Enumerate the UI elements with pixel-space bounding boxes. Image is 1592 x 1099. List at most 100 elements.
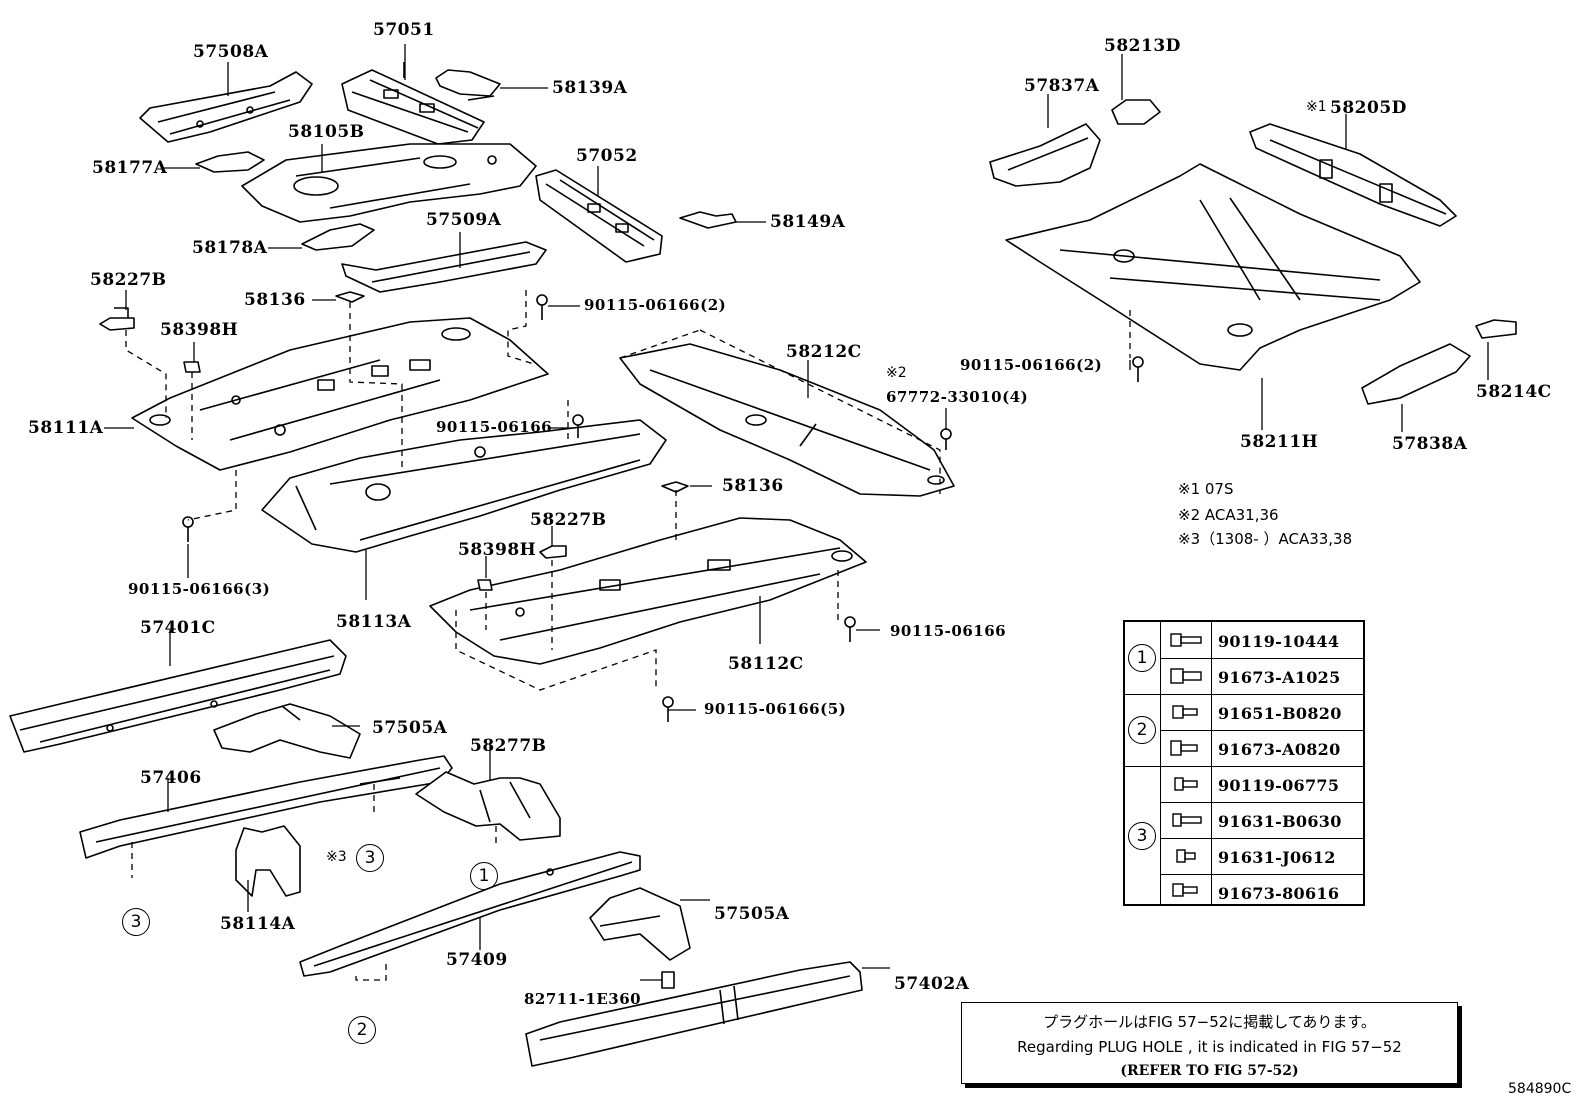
ref-circle-3-a: 3 [356, 844, 384, 872]
part-58113A [261, 419, 667, 553]
fastener-row[interactable]: 91651-B0820 [1160, 694, 1363, 731]
label-90115-06166-5[interactable]: 90115-06166(5) [704, 700, 847, 718]
fastener-row[interactable]: 90119-06775 [1160, 766, 1363, 803]
label-58211H[interactable]: 58211H [1240, 432, 1319, 452]
label-90115-06166-3[interactable]: 90115-06166(3) [128, 580, 271, 598]
label-58214C[interactable]: 58214C [1476, 382, 1552, 402]
part-58211H [1005, 163, 1421, 371]
bolt-icon [1160, 730, 1212, 766]
label-57401C[interactable]: 57401C [140, 618, 216, 638]
notice-reference-link[interactable]: (REFER TO FIG 57-52) [1120, 1063, 1299, 1079]
label-90115-06166-b[interactable]: 90115-06166 [890, 622, 1007, 640]
part-number: 90119-06775 [1218, 776, 1340, 795]
ref-circle-1: 1 [1128, 644, 1156, 672]
label-57505A-2[interactable]: 57505A [714, 904, 790, 924]
label-58205D[interactable]: 58205D [1330, 98, 1407, 118]
fastener-row[interactable]: 91631-B0630 [1160, 802, 1363, 839]
label-58139A[interactable]: 58139A [552, 78, 628, 98]
label-58227B[interactable]: 58227B [90, 270, 167, 290]
part-58277B [415, 771, 561, 841]
dashed-guides [125, 290, 1131, 981]
label-58212C[interactable]: 58212C [786, 342, 862, 362]
label-58112C[interactable]: 58112C [728, 654, 804, 674]
label-57409[interactable]: 57409 [446, 950, 508, 970]
label-58105B[interactable]: 58105B [288, 122, 365, 142]
fastener-row[interactable]: 91673-A1025 [1160, 658, 1363, 695]
part-58114A [235, 825, 301, 897]
label-58227B-2[interactable]: 58227B [530, 510, 607, 530]
label-57508A[interactable]: 57508A [193, 42, 269, 62]
label-57402A[interactable]: 57402A [894, 974, 970, 994]
part-58213D [1111, 99, 1161, 125]
label-90115-06166-2b[interactable]: 90115-06166(2) [960, 356, 1103, 374]
part-57406 [79, 755, 453, 859]
bolt-icon [1160, 694, 1212, 730]
part-82711-1E360 [661, 971, 675, 989]
label-67772-33010[interactable]: 67772-33010(4) [886, 388, 1029, 406]
part-58227B-b [539, 545, 567, 559]
label-58111A[interactable]: 58111A [28, 418, 104, 438]
fastener-group-2: 2 [1125, 694, 1160, 766]
label-58136[interactable]: 58136 [244, 290, 306, 310]
mark-2: ※2 [886, 365, 907, 381]
label-58177A[interactable]: 58177A [92, 158, 168, 178]
label-57406[interactable]: 57406 [140, 768, 202, 788]
label-58136-2[interactable]: 58136 [722, 476, 784, 496]
fastener-row[interactable]: 91673-80616 [1160, 874, 1363, 906]
fastener-row[interactable]: 91631-J0612 [1160, 838, 1363, 875]
ref-circle-3: 3 [1128, 822, 1156, 850]
label-58398H[interactable]: 58398H [160, 320, 239, 340]
bolt-icon [1160, 766, 1212, 802]
fastener-row[interactable]: 90119-10444 [1160, 622, 1363, 659]
fastener-group-1: 1 [1125, 622, 1160, 694]
label-57838A[interactable]: 57838A [1392, 434, 1468, 454]
label-58114A[interactable]: 58114A [220, 914, 296, 934]
part-58398H-a [183, 361, 201, 373]
part-58112C [429, 517, 867, 665]
part-57401C [9, 639, 347, 753]
part-58398H-b [477, 579, 493, 591]
part-number: 91673-A0820 [1218, 740, 1341, 759]
part-58212C [619, 343, 955, 497]
screw-icon [182, 294, 1144, 722]
label-57837A[interactable]: 57837A [1024, 76, 1100, 96]
ref-circle-2: 2 [348, 1016, 376, 1044]
label-57052[interactable]: 57052 [576, 146, 638, 166]
label-57051[interactable]: 57051 [373, 20, 435, 40]
fastener-table: 1 2 3 90119-10444 91673-A1025 91651-B082… [1123, 620, 1365, 906]
label-58149A[interactable]: 58149A [770, 212, 846, 232]
label-90115-06166[interactable]: 90115-06166 [436, 418, 553, 436]
part-57051 [341, 62, 485, 145]
label-90115-06166-2[interactable]: 90115-06166(2) [584, 296, 727, 314]
part-number: 91673-A1025 [1218, 668, 1341, 687]
part-58205D [1249, 123, 1457, 227]
leader-lines [104, 44, 1489, 981]
part-58227B-a [99, 307, 135, 331]
note-1: ※1 07S [1178, 480, 1234, 498]
part-number: 90119-10444 [1218, 632, 1340, 651]
part-58178A [301, 223, 375, 251]
part-57505A-b [589, 887, 691, 961]
part-number: 91631-B0630 [1218, 812, 1342, 831]
part-58136-a [335, 291, 365, 303]
label-58178A[interactable]: 58178A [192, 238, 268, 258]
part-57838A [1361, 343, 1471, 405]
note-3: ※3（1308- ）ACA33,38 [1178, 530, 1353, 548]
label-58277B[interactable]: 58277B [470, 736, 547, 756]
ref-circle-3-b: 3 [122, 908, 150, 936]
part-57837A [989, 123, 1101, 187]
part-58136-b [661, 481, 689, 493]
fastener-row[interactable]: 91673-A0820 [1160, 730, 1363, 767]
notice-line-en: Regarding PLUG HOLE , it is indicated in… [1017, 1038, 1402, 1056]
label-58113A[interactable]: 58113A [336, 612, 412, 632]
label-57509A[interactable]: 57509A [426, 210, 502, 230]
bolt-icon [1160, 838, 1212, 874]
part-number: 91673-80616 [1218, 884, 1340, 903]
label-57505A[interactable]: 57505A [372, 718, 448, 738]
label-58213D[interactable]: 58213D [1104, 36, 1181, 56]
note-2: ※2 ACA31,36 [1178, 506, 1279, 524]
label-82711-1E360[interactable]: 82711-1E360 [524, 990, 642, 1008]
label-58398H-2[interactable]: 58398H [458, 540, 537, 560]
bolt-icon [1160, 874, 1212, 906]
